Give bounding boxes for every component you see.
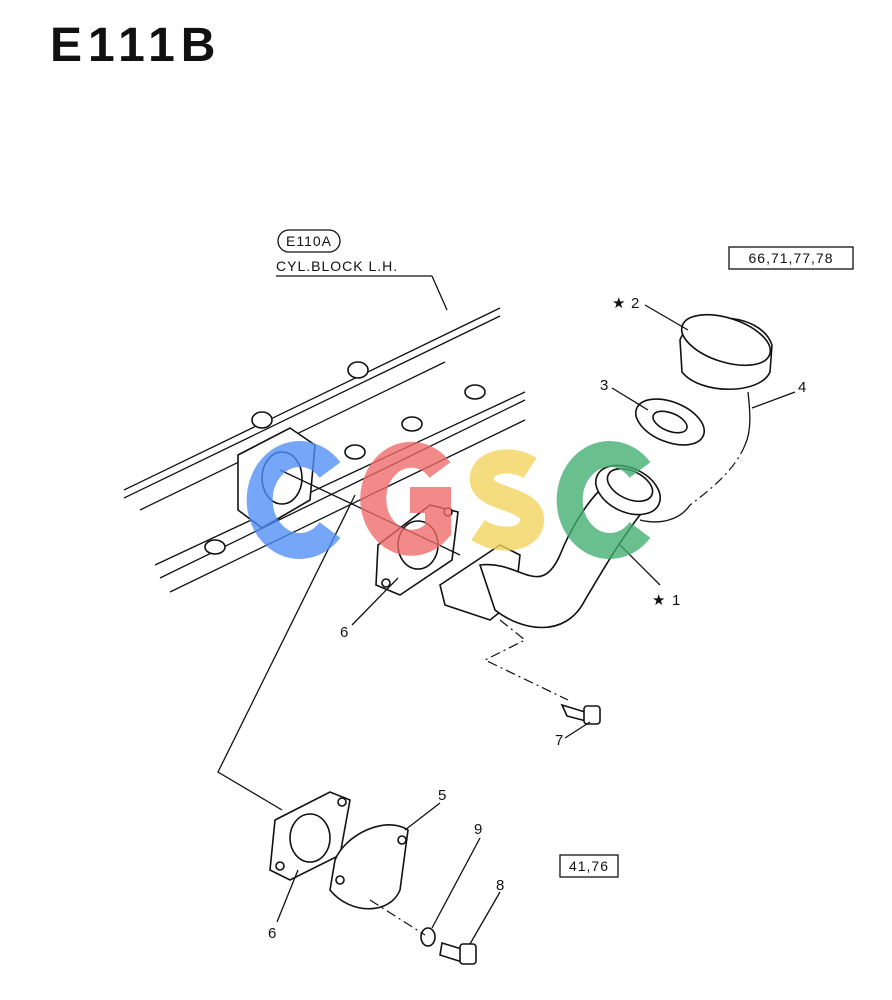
ref-box-top[interactable]: 66,71,77,78 (728, 246, 854, 270)
callout-2: 2 (631, 295, 639, 312)
ref-box-bottom-frame (559, 854, 619, 878)
callout-8: 8 (496, 877, 504, 894)
diagram-title: E111B (50, 19, 222, 72)
callouts: ★ 1 ★ 2 3 4 5 6 6 7 8 9 (268, 295, 806, 945)
washer-9[interactable] (420, 927, 436, 947)
section-reference[interactable]: E110A CYL.BLOCK L.H. (276, 229, 448, 311)
callout-6b: 6 (268, 925, 276, 942)
watermark-letter-c1 (246, 441, 341, 559)
callout-1: 1 (672, 592, 680, 609)
bolt-7[interactable] (560, 703, 601, 725)
cover-plate[interactable] (329, 824, 409, 910)
watermark-letter-c2 (556, 441, 651, 559)
section-ref-oval (277, 229, 341, 253)
callout-6a: 6 (340, 624, 348, 641)
watermark-logo (246, 441, 651, 559)
section-ref-label: E110A (286, 233, 332, 249)
callout-7: 7 (555, 732, 563, 749)
retainer-chain[interactable] (639, 391, 751, 523)
callout-9: 9 (474, 821, 482, 838)
callout-1-star: ★ (652, 592, 665, 609)
callout-4: 4 (798, 379, 806, 396)
watermark-letter-g (360, 441, 451, 556)
callout-3: 3 (600, 377, 608, 394)
caption-leader (431, 275, 448, 311)
bolt-8[interactable] (439, 941, 477, 965)
callout-5: 5 (438, 787, 446, 804)
ref-box-bottom[interactable]: 41,76 (559, 854, 619, 878)
oil-filler-pipe[interactable] (439, 456, 668, 629)
ref-box-bottom-label: 41,76 (569, 858, 609, 874)
seal-ring[interactable] (629, 390, 711, 454)
ref-box-top-frame (728, 246, 854, 270)
callout-2-star: ★ (612, 295, 625, 312)
filler-cap[interactable] (675, 305, 776, 390)
gasket-lower[interactable] (269, 791, 351, 881)
watermark-letter-s (469, 449, 544, 551)
ref-box-top-label: 66,71,77,78 (749, 250, 834, 266)
section-caption: CYL.BLOCK L.H. (276, 258, 398, 274)
